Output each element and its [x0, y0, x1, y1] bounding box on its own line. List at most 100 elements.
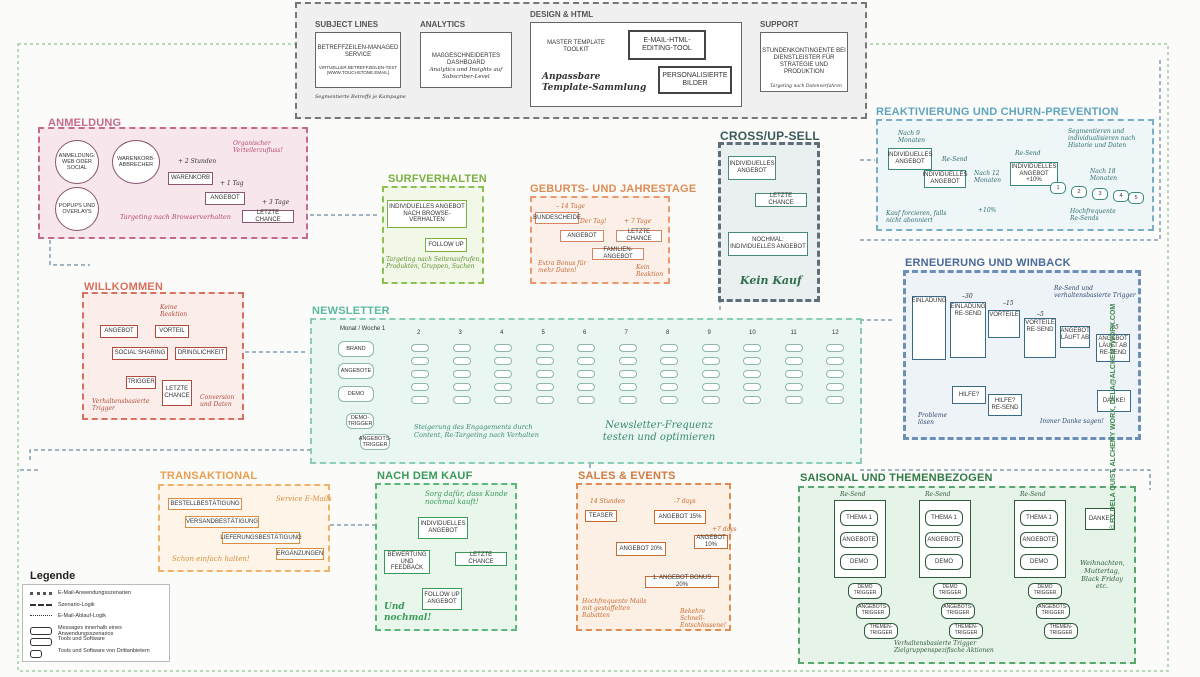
master-template-label: MASTER TEMPLATE TOOLKIT: [547, 40, 605, 54]
saison-resend-note: Re-Send: [840, 491, 866, 498]
legend-swatch: [30, 638, 52, 646]
legend-swatch: [30, 592, 52, 595]
geburt-time-3: + 7 Tage: [624, 218, 652, 225]
saison-node: THEMA 1: [840, 510, 878, 526]
saison-trigger: THEMEN-TRIGGER: [864, 623, 898, 639]
anmeldung-time-3: + 3 Tage: [262, 199, 290, 206]
newsletter-week-message: [618, 357, 637, 365]
newsletter-week-message: [701, 396, 720, 404]
newsletter-week-message: [618, 383, 637, 391]
saison-title: SAISONAL UND THEMENBEZOGEN: [800, 472, 993, 484]
legend-item-label: Messages innerhalb eines Anwendungsszena…: [58, 624, 122, 638]
nach-node-follow-up: FOLLOW UP ANGEBOT: [422, 588, 462, 610]
newsletter-week-message: [826, 344, 844, 352]
newsletter-note-1: Steigerung des Engagements durch Content…: [414, 423, 539, 439]
saison-trigger: DEMO TRIGGER: [848, 583, 882, 599]
newsletter-week-message: [535, 396, 554, 404]
saison-node: THEMA 1: [1020, 510, 1058, 526]
newsletter-week-message: [494, 396, 512, 404]
erneuer-note-probleme: Probleme lösen: [918, 412, 948, 427]
newsletter-week-message: [452, 383, 471, 391]
nach-note-1: Sorg dafür, dass Kunde nochmal kauft!: [425, 490, 508, 507]
trans-node-ergaenzungen: ERGÄNZUNGEN: [276, 548, 324, 560]
legend-box: [22, 584, 170, 662]
legend-item-label: Tools und Software: [58, 636, 105, 642]
newsletter-week-message: [411, 370, 429, 378]
sales-node-bonus: 1. ANGEBOT BONUS 20%: [645, 575, 719, 588]
cross-node-angebot: INDIVIDUELLES ANGEBOT: [728, 156, 776, 180]
erneuer-node-danke: DANKE!: [1097, 390, 1131, 412]
legend-swatch: [30, 649, 42, 658]
sales-node-angebot-15: ANGEBOT 15%: [654, 510, 706, 524]
newsletter-angebots-trigger: ANGEBOTS-TRIGGER: [358, 434, 392, 450]
newsletter-week-message: [826, 357, 844, 365]
legend-item-label: Tools und Software von Drittanbietern: [58, 647, 150, 654]
sales-time-3: +7 days: [712, 526, 737, 533]
newsletter-demo: DEMO: [338, 386, 374, 402]
saison-trigger: DEMO TRIGGER: [933, 583, 967, 599]
sales-title: SALES & EVENTS: [578, 470, 676, 482]
anmeldung-node-angebot: ANGEBOT: [205, 192, 245, 205]
cross-note: Kein Kauf: [740, 274, 802, 287]
newsletter-week-label: 6: [583, 330, 587, 336]
newsletter-week-label: 10: [749, 330, 756, 336]
saison-trigger: THEMEN-TRIGGER: [949, 623, 983, 639]
trans-node-versand: VERSANDBESTÄTIGUNG: [185, 516, 259, 528]
saison-node: DEMO: [925, 554, 963, 570]
saison-note-holidays: Weihnachten, Muttertag, Black Friday etc…: [1080, 559, 1125, 591]
react-time-1: Nach 9 Monaten: [898, 130, 926, 145]
newsletter-week-message: [784, 396, 803, 404]
erneuer-node-vorteile: VORTEILE: [988, 310, 1020, 338]
newsletter-week-message: [826, 370, 844, 378]
willkommen-title: WILLKOMMEN: [84, 281, 163, 293]
newsletter-week-message: [826, 396, 844, 404]
trans-note-service: Service E-Mails: [276, 495, 332, 503]
saison-note-trigger: Verhaltensbasierte Trigger Zielgruppensp…: [894, 640, 994, 655]
geburt-time-1: – 14 Tage: [556, 203, 585, 210]
analytics-note: Analytics und Insights auf Subscriber-Le…: [429, 67, 503, 80]
newsletter-week-message: [577, 344, 595, 352]
newsletter-angebote: ANGEBOTE: [338, 363, 374, 379]
newsletter-week-message: [452, 344, 471, 352]
section-sales: [576, 483, 731, 631]
newsletter-week-message: [743, 370, 761, 378]
react-circle-4: 4: [1113, 190, 1129, 202]
support-note: Targeting nach Datenverfahren: [770, 84, 842, 89]
trans-note-einfach: Schon einfach halten!: [172, 555, 250, 563]
newsletter-week-message: [577, 370, 595, 378]
legend-title: Legende: [30, 570, 76, 582]
newsletter-week-message: [494, 357, 512, 365]
nach-node-letzte-chance: LETZTE CHANCE: [455, 552, 507, 566]
react-node-3: INDIVIDUELLES ANGEBOT +10%: [1010, 162, 1058, 186]
react-note-kauf: Kauf forcieren, falls nicht abonniert: [886, 210, 947, 225]
react-note-segment: Segmentieren und individualisieren nach …: [1068, 128, 1136, 150]
newsletter-title: NEWSLETTER: [312, 305, 390, 317]
saison-trigger: ANGEBOTS-TRIGGER: [856, 603, 890, 619]
personalisierte-bilder: PERSONALISIERTE BILDER: [658, 66, 732, 94]
newsletter-week-message: [743, 383, 761, 391]
saison-node: ANGEBOTE: [1020, 532, 1058, 548]
cross-node-letzte-chance: LETZTE CHANCE: [755, 193, 807, 207]
react-note-resends: Hochfrequente Re-Sends: [1070, 208, 1116, 223]
surf-node-follow-up: FOLLOW UP: [425, 238, 467, 252]
newsletter-week-message: [411, 344, 429, 352]
anmeldung-circle-popups: POPUPS UND OVERLAYS: [55, 187, 99, 231]
saison-trigger: THEMEN-TRIGGER: [1044, 623, 1078, 639]
newsletter-week-label: 5: [541, 330, 545, 336]
willkommen-note-conversion: Conversion und Daten: [200, 394, 235, 409]
saison-node: DEMO: [1020, 554, 1058, 570]
anmeldung-title: ANMELDUNG: [48, 117, 122, 129]
newsletter-week-label: 12: [832, 330, 839, 336]
willkommen-note-reaktion: Keine Reaktion: [160, 304, 188, 319]
newsletter-week-message: [494, 370, 512, 378]
newsletter-week-message: [494, 344, 512, 352]
willkommen-node-vorteil: VORTEIL: [155, 325, 189, 338]
geburt-note-reaktion: Kein Reaktion: [636, 264, 664, 279]
newsletter-week-message: [535, 344, 554, 352]
subject-lines-box-label: BETREFFZEILEN-MANAGED SERVICE: [317, 44, 399, 58]
newsletter-week-message: [618, 344, 637, 352]
anmeldung-circle-warenkorb: WARENKORB-ABBRECHER: [112, 140, 160, 184]
erneuer-node-einladung: EINLADUNG: [912, 296, 947, 360]
newsletter-week-message: [577, 357, 595, 365]
anmeldung-note-organic: Organischer Verteilerzufluss!: [233, 140, 283, 155]
